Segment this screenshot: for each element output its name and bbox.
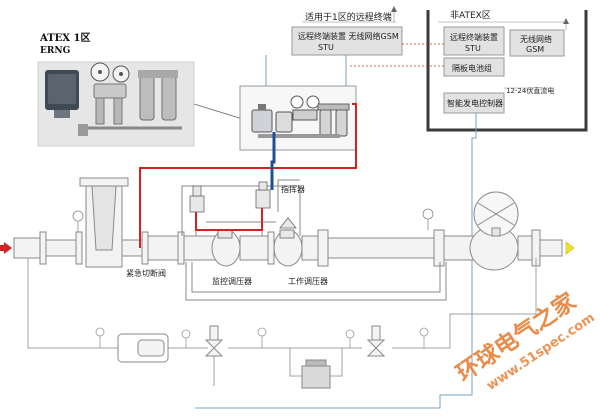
working-regulator-label: 工作调压器 — [288, 276, 328, 286]
gsm-label-right: 无线网络 — [520, 34, 552, 44]
gsm-sub-right: GSM — [526, 45, 544, 54]
smart-controller-box: 智能发电控制器 — [443, 92, 505, 114]
main-pipeline — [13, 177, 563, 271]
signal-lines — [195, 55, 477, 409]
battery-pack-label: 隔板电池组 — [452, 63, 492, 73]
battery-pack-box: 隔板电池组 — [443, 57, 505, 77]
gsm-box-non-atex: 无线网络 GSM — [509, 29, 565, 57]
control-lines — [181, 179, 447, 301]
outlet-arrow — [565, 241, 575, 255]
stu-gsm-box-atex: 远程终端装置 无线网络GSM STU — [291, 26, 403, 56]
emergency-valve-label: 紧急切断阀 — [126, 268, 166, 278]
smart-controller-label: 智能发电控制器 — [447, 98, 503, 108]
stu-label-left: STU — [318, 43, 334, 52]
pilot-label: 指挥器 — [281, 184, 305, 194]
handwheel — [473, 191, 519, 237]
remote-terminal-title: 适用于1区的远程终端 — [305, 11, 392, 23]
non-atex-zone-label: 非ATEX区 — [450, 9, 491, 21]
non-atex-enclosure — [426, 10, 588, 132]
stu-sub-right: STU — [465, 44, 481, 53]
erng-label: ERNG — [40, 46, 70, 56]
bypass-components — [117, 325, 386, 389]
equipment-panel-photo — [37, 61, 195, 147]
stu-gsm-label: 远程终端装置 无线网络GSM — [298, 31, 399, 41]
atex-zone-label: ATEX 1区 — [39, 32, 90, 44]
stu-box-non-atex: 远程终端装置 STU — [443, 26, 505, 56]
red-power-lines — [139, 103, 357, 248]
dc-voltage-label: 12-24伏直流电 — [506, 86, 554, 95]
pressure-gauges-bypass — [95, 327, 429, 348]
blue-signal-line — [270, 132, 276, 190]
stu-label-right: 远程终端装置 — [450, 32, 498, 42]
pressure-gauges-top — [72, 208, 434, 232]
monitor-regulator-label: 监控调压器 — [212, 276, 252, 286]
regulator-actuators — [189, 181, 297, 239]
control-equipment-box — [239, 85, 357, 151]
watermark: 环球电气之家 www.51spec.com — [451, 288, 597, 394]
bypass-line — [27, 258, 537, 386]
